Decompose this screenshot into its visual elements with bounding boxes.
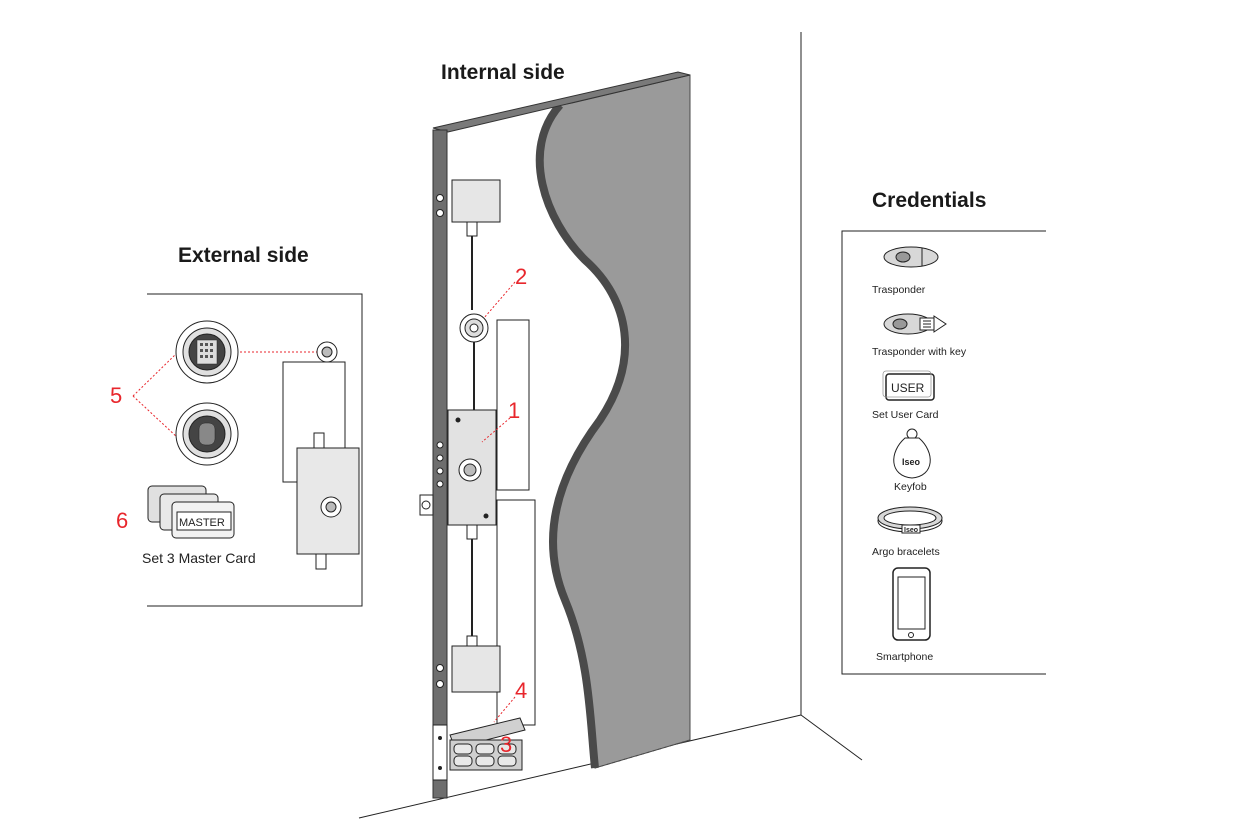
heading-credentials: Credentials [872,189,986,212]
credential-label-set-user-card: Set User Card [872,409,939,421]
transponder-icon [883,246,939,268]
external-lock-plate [282,341,360,570]
room-outline [358,32,863,819]
master-card-icon [147,485,235,539]
heading-external-side: External side [178,244,309,267]
callout-4: 4 [515,678,527,703]
bracelet-icon [877,506,943,534]
callout-5: 5 [110,383,122,408]
callout-6: 6 [116,508,128,533]
keyfob-icon [893,428,931,479]
callout-3: 3 [500,732,512,757]
user-card-text: USER [891,381,925,395]
user-card-icon [882,370,935,401]
master-card-caption: Set 3 Master Card [142,550,256,566]
smartphone-icon [892,567,931,641]
transponder-with-key-icon [883,313,947,335]
credential-label-trasponder: Trasponder [872,284,926,296]
credential-label-keyfob: Keyfob [894,481,927,493]
callout-2: 2 [515,264,527,289]
fingerprint-reader-icon [175,402,239,466]
lock-mechanism [447,179,536,771]
credential-label-argo-bracelets: Argo bracelets [872,546,940,558]
credential-label-smartphone: Smartphone [876,651,933,663]
bracelet-logo: Iseo [904,527,918,534]
keyfob-logo: Iseo [902,457,921,467]
external-side-panel: MASTER Set 3 Master Card [142,293,363,607]
credential-label-trasponder-with-key: Trasponder with key [872,346,967,358]
master-card-label: MASTER [179,517,225,529]
door-leaf [535,74,691,769]
credentials-panel: Trasponder Trasponder with key USER Set … [841,230,1046,675]
heading-internal-side: Internal side [441,61,565,84]
keypad-reader-icon [175,320,239,384]
callout-leaders [132,281,516,723]
callout-1: 1 [508,398,520,423]
door-frame [419,71,691,799]
